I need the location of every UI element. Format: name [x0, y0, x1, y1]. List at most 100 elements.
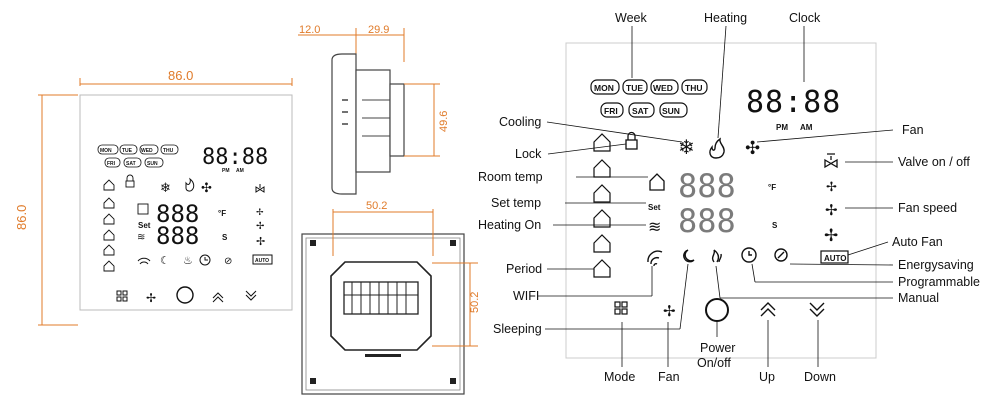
valve-icon-small [255, 184, 265, 193]
label-programmable: Programmable [898, 275, 980, 289]
svg-text:°F: °F [218, 209, 226, 218]
fan-icon-small: ✣ [201, 181, 212, 196]
back-view: 50.2 50.2 [301, 200, 481, 395]
label-heating: Heating [704, 11, 747, 25]
room-temp-icon [649, 173, 665, 191]
svg-text:TUE: TUE [626, 83, 643, 93]
house-icon-3 [593, 184, 611, 203]
label-mode: Mode [604, 370, 635, 384]
wifi-icon [647, 250, 663, 267]
label-room-temp: Room temp [478, 170, 543, 184]
svg-text:✢: ✢ [256, 208, 264, 218]
svg-text:AM: AM [236, 168, 244, 174]
svg-text:♨: ♨ [183, 254, 193, 267]
label-sleeping: Sleeping [493, 322, 542, 336]
svg-text:SAT: SAT [126, 161, 136, 167]
valve-icon [824, 153, 838, 169]
house-icon-1 [593, 133, 611, 152]
svg-text:✢: ✢ [146, 291, 156, 305]
svg-text:☾: ☾ [160, 254, 170, 267]
heating-on-icon: ≋ [648, 217, 661, 236]
svg-text:PM: PM [222, 168, 230, 174]
clock-display: 88:88 [746, 85, 841, 120]
down-button[interactable] [809, 302, 825, 317]
heating-icon [709, 137, 725, 159]
power-button[interactable] [705, 298, 729, 322]
sleep-icon [683, 249, 695, 263]
svg-text:S: S [222, 233, 228, 242]
label-fan-speed: Fan speed [898, 201, 957, 215]
fan-speed-1-icon: ✢ [826, 180, 837, 195]
label-fan-right: Fan [902, 123, 924, 137]
set-label: Set [648, 203, 661, 212]
front-buttons: ✢ [116, 286, 257, 305]
label-auto-fan: Auto Fan [892, 235, 943, 249]
svg-text:SAT: SAT [632, 106, 649, 116]
label-power-onoff: On/off [697, 356, 731, 370]
label-clock: Clock [789, 11, 821, 25]
dim-back-height: 50.2 [469, 292, 481, 313]
manual-icon [711, 249, 722, 263]
label-power: Power [700, 341, 735, 355]
label-period: Period [506, 262, 542, 276]
svg-text:S: S [772, 221, 778, 230]
svg-text:°F: °F [768, 183, 776, 192]
svg-text:THU: THU [685, 83, 702, 93]
house-icon-6 [593, 259, 611, 278]
svg-text:✢: ✢ [256, 221, 264, 232]
svg-text:SUN: SUN [147, 161, 158, 167]
side-view: 12.0 29.9 49.6 [298, 24, 450, 195]
lock-icon [625, 131, 638, 150]
fan-speed-2-icon: ✢ [825, 201, 838, 219]
svg-text:88:88: 88:88 [202, 145, 268, 170]
week-days: MON TUE WED THU FRI SAT SUN [590, 79, 708, 118]
svg-text:FRI: FRI [604, 106, 618, 116]
svg-text:PM: PM [776, 123, 788, 132]
front-plate [79, 94, 293, 311]
label-energysaving: Energysaving [898, 258, 974, 272]
svg-text:888: 888 [678, 202, 736, 240]
svg-text:FRI: FRI [107, 161, 116, 167]
heating-icon-small [185, 177, 195, 192]
label-week: Week [615, 11, 647, 25]
dim-back-width: 50.2 [366, 200, 387, 212]
dim-height: 86.0 [14, 205, 29, 230]
fan-speed-3-icon: ✢ [824, 226, 838, 246]
leader-lines [538, 25, 894, 367]
label-heating-on: Heating On [478, 218, 541, 232]
label-down: Down [804, 370, 836, 384]
fan-button[interactable]: ✢ [663, 302, 676, 320]
svg-text:SUN: SUN [662, 106, 680, 116]
label-cooling: Cooling [499, 115, 541, 129]
mode-button[interactable] [614, 301, 628, 315]
label-set-temp: Set temp [491, 196, 541, 210]
label-wifi: WIFI [513, 289, 539, 303]
cooling-icon-small: ❄ [160, 181, 171, 196]
svg-text:888: 888 [156, 200, 199, 228]
svg-text:TUE: TUE [122, 148, 133, 154]
label-fan: Fan [658, 370, 680, 384]
svg-text:AM: AM [800, 123, 813, 132]
dim-width: 86.0 [168, 68, 193, 83]
energysaving-icon [774, 248, 788, 262]
svg-text:✢: ✢ [256, 235, 265, 248]
fan-icon: ✣ [745, 138, 760, 159]
dim-depth-front: 12.0 [299, 24, 320, 36]
label-up: Up [759, 370, 775, 384]
house-icon-5 [593, 234, 611, 253]
up-button[interactable] [760, 302, 776, 317]
svg-text:WED: WED [141, 148, 153, 154]
faceplate: MON TUE WED THU FRI SAT SUN 88:88 PM AM … [478, 11, 980, 384]
svg-text:⊘: ⊘ [224, 256, 232, 267]
svg-text:MON: MON [594, 83, 614, 93]
svg-text:WED: WED [653, 83, 673, 93]
svg-text:MON: MON [100, 148, 112, 154]
auto-fan-box [820, 250, 849, 264]
period-icons [593, 133, 611, 278]
label-lock: Lock [515, 147, 542, 161]
svg-text:AUTO: AUTO [824, 254, 847, 263]
label-valve: Valve on / off [898, 155, 970, 169]
house-icon-4 [593, 209, 611, 228]
